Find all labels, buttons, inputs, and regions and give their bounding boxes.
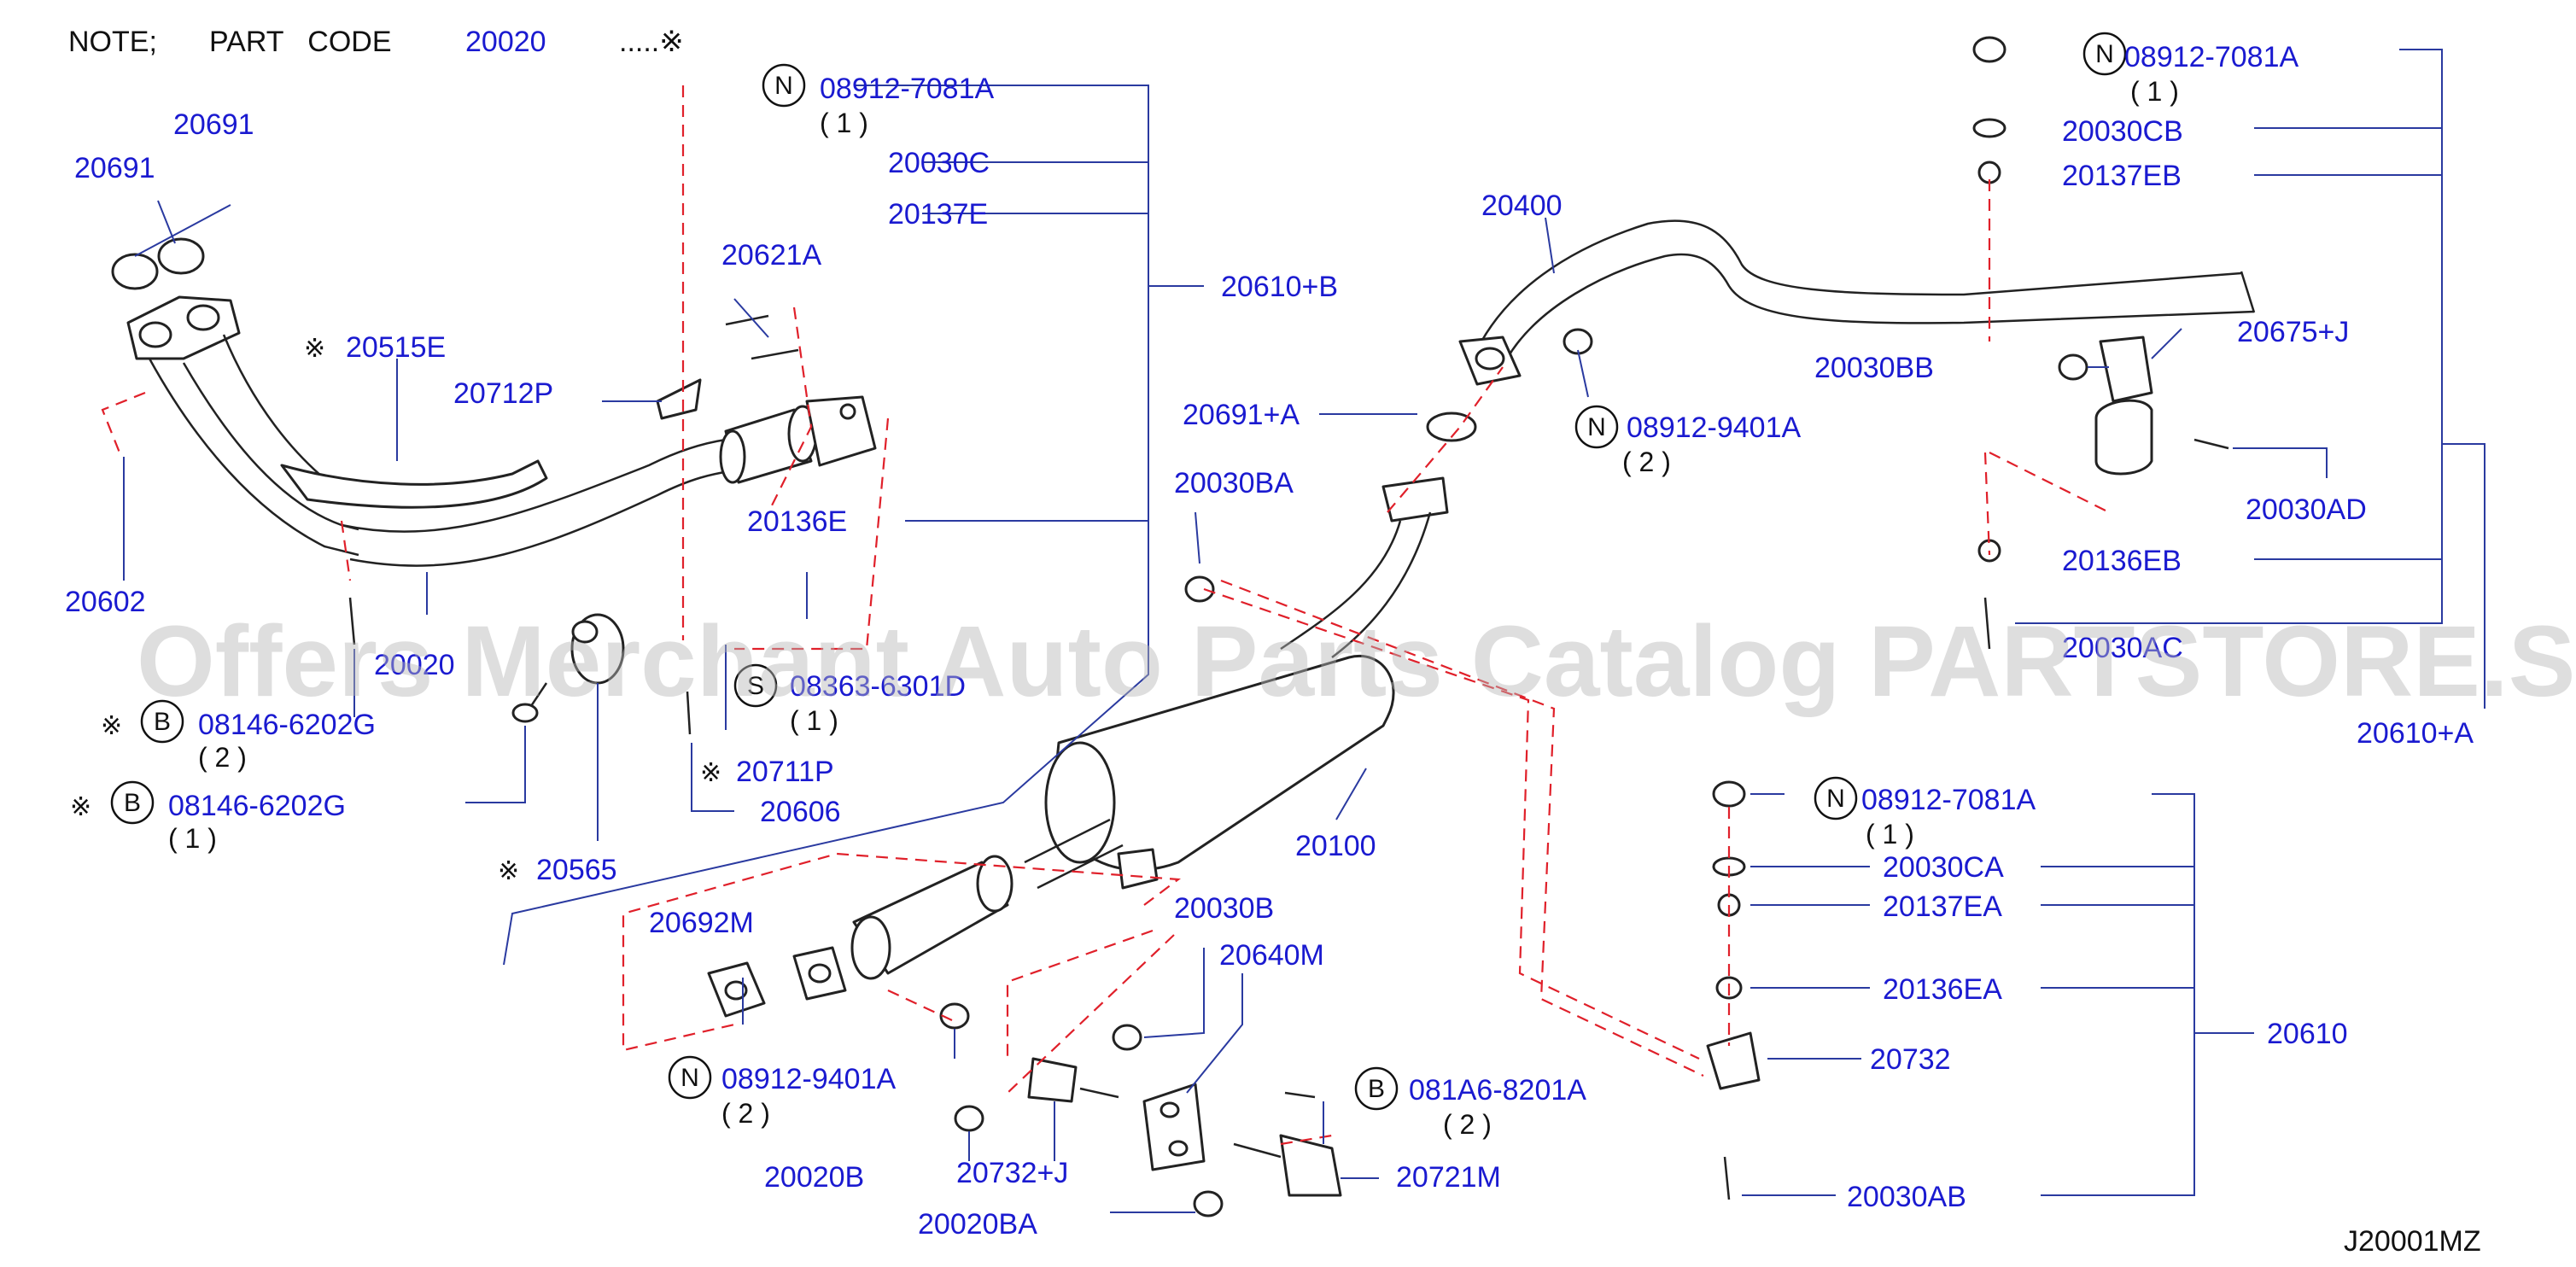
label-08146-6202G-b[interactable]: 08146-6202G <box>168 790 346 822</box>
center-pipe-muffler-drawing <box>707 219 2256 1051</box>
label-08912-9401A-b[interactable]: 08912-9401A <box>1627 412 1802 444</box>
circle-b-08146b: B <box>124 789 141 817</box>
mark-08146a: ※ <box>101 711 122 741</box>
label-20136E[interactable]: 20136E <box>747 505 847 538</box>
label-20030B[interactable]: 20030B <box>1174 892 1274 925</box>
label-20030CA[interactable]: 20030CA <box>1883 851 2004 884</box>
label-20691-A[interactable]: 20691+A <box>1183 399 1300 431</box>
qty-08363-6301D: ( 1 ) <box>790 705 838 736</box>
label-20030C[interactable]: 20030C <box>888 147 990 179</box>
circle-s-08363: S <box>747 672 764 700</box>
circle-n-08912e: N <box>1826 785 1845 813</box>
label-08912-7081A-e[interactable]: 08912-7081A <box>1861 784 2036 816</box>
label-20137EB[interactable]: 20137EB <box>2062 160 2182 192</box>
label-20602[interactable]: 20602 <box>65 586 146 618</box>
circle-b-08146a: B <box>154 708 171 736</box>
label-08146-6202G-a[interactable]: 08146-6202G <box>198 709 376 741</box>
label-08912-7081A-d[interactable]: 08912-7081A <box>2124 41 2299 73</box>
rear-hangers-drawing <box>954 1057 1342 1217</box>
label-08363-6301D[interactable]: 08363-6301D <box>790 670 966 703</box>
label-20606[interactable]: 20606 <box>760 796 841 828</box>
label-20137E[interactable]: 20137E <box>888 198 988 231</box>
note-suffix: .....※ <box>619 26 684 58</box>
label-20610-B[interactable]: 20610+B <box>1221 271 1338 303</box>
qty-08912-9401A-c: ( 2 ) <box>721 1098 770 1129</box>
label-08912-9401A-c[interactable]: 08912-9401A <box>721 1063 897 1095</box>
label-20621A[interactable]: 20621A <box>721 239 822 272</box>
circle-n-08912d: N <box>2095 40 2114 68</box>
leader-lines <box>123 49 2485 1213</box>
mark-20565: ※ <box>498 856 519 886</box>
label-20711P[interactable]: 20711P <box>736 756 834 788</box>
label-20515E[interactable]: 20515E <box>346 331 446 364</box>
note-prefix: NOTE; <box>68 26 157 58</box>
watermark-text: Offers Merchant Auto Parts Catalog PARTS… <box>137 605 2576 718</box>
label-20020BA[interactable]: 20020BA <box>918 1208 1037 1241</box>
label-20030BA[interactable]: 20030BA <box>1174 467 1294 499</box>
label-20732-J[interactable]: 20732+J <box>956 1157 1068 1189</box>
qty-08912-9401A-b: ( 2 ) <box>1622 447 1671 477</box>
qty-08912-7081A-e: ( 1 ) <box>1866 819 1914 850</box>
label-081A6-8201A[interactable]: 081A6-8201A <box>1409 1074 1586 1106</box>
label-20400[interactable]: 20400 <box>1481 190 1563 222</box>
label-20721M[interactable]: 20721M <box>1396 1161 1501 1194</box>
front-exhaust-pipe-drawing <box>111 237 877 735</box>
mark-20711P: ※ <box>700 758 721 788</box>
label-20610-A[interactable]: 20610+A <box>2357 717 2474 750</box>
label-20137EA[interactable]: 20137EA <box>1883 890 2002 923</box>
qty-08912-7081A-d: ( 1 ) <box>2130 76 2179 107</box>
mark-08146b: ※ <box>70 792 91 822</box>
label-20030AC[interactable]: 20030AC <box>2062 632 2183 664</box>
assembly-dashed-lines <box>101 85 2110 1146</box>
label-20691-upper[interactable]: 20691 <box>173 108 254 141</box>
label-20692M[interactable]: 20692M <box>649 907 754 939</box>
label-20691-lower[interactable]: 20691 <box>74 152 155 184</box>
circle-b-081a6: B <box>1368 1075 1385 1103</box>
label-20030BB[interactable]: 20030BB <box>1814 352 1934 384</box>
label-20732[interactable]: 20732 <box>1870 1043 1951 1076</box>
label-20712P[interactable]: 20712P <box>453 377 553 410</box>
label-20675-J[interactable]: 20675+J <box>2237 316 2349 348</box>
label-20565[interactable]: 20565 <box>536 854 617 886</box>
label-20610[interactable]: 20610 <box>2267 1018 2348 1050</box>
label-20100[interactable]: 20100 <box>1295 830 1376 862</box>
qty-08146-6202G-a: ( 2 ) <box>198 742 247 773</box>
qty-08912-7081A-a: ( 1 ) <box>820 108 868 138</box>
label-20030CB[interactable]: 20030CB <box>2062 115 2183 148</box>
label-20020B[interactable]: 20020B <box>764 1161 864 1194</box>
label-20136EA[interactable]: 20136EA <box>1883 973 2002 1006</box>
label-20030AD[interactable]: 20030AD <box>2246 493 2367 526</box>
qty-08146-6202G-b: ( 1 ) <box>168 823 217 854</box>
qty-081A6-8201A: ( 2 ) <box>1443 1109 1492 1140</box>
label-08912-7081A-a[interactable]: 08912-7081A <box>820 73 995 105</box>
label-20136EB[interactable]: 20136EB <box>2062 545 2182 577</box>
note-part-code: 20020 <box>465 26 546 58</box>
circle-n-08912c: N <box>681 1064 699 1092</box>
mark-20515E: ※ <box>304 334 325 364</box>
circle-n-08912b: N <box>1587 413 1606 441</box>
callout-circles: N N N N N B B B S <box>110 32 2127 1111</box>
label-20640M[interactable]: 20640M <box>1219 939 1324 972</box>
label-20030AB[interactable]: 20030AB <box>1847 1181 1966 1213</box>
note-label: PART CODE <box>209 26 392 58</box>
circle-n-08912a: N <box>774 72 793 100</box>
diagram-code: J20001MZ <box>2344 1225 2481 1258</box>
part-labels: 20691 20691 20515E 20712P 20602 20020 08… <box>65 41 2474 1241</box>
label-20020[interactable]: 20020 <box>374 649 455 681</box>
